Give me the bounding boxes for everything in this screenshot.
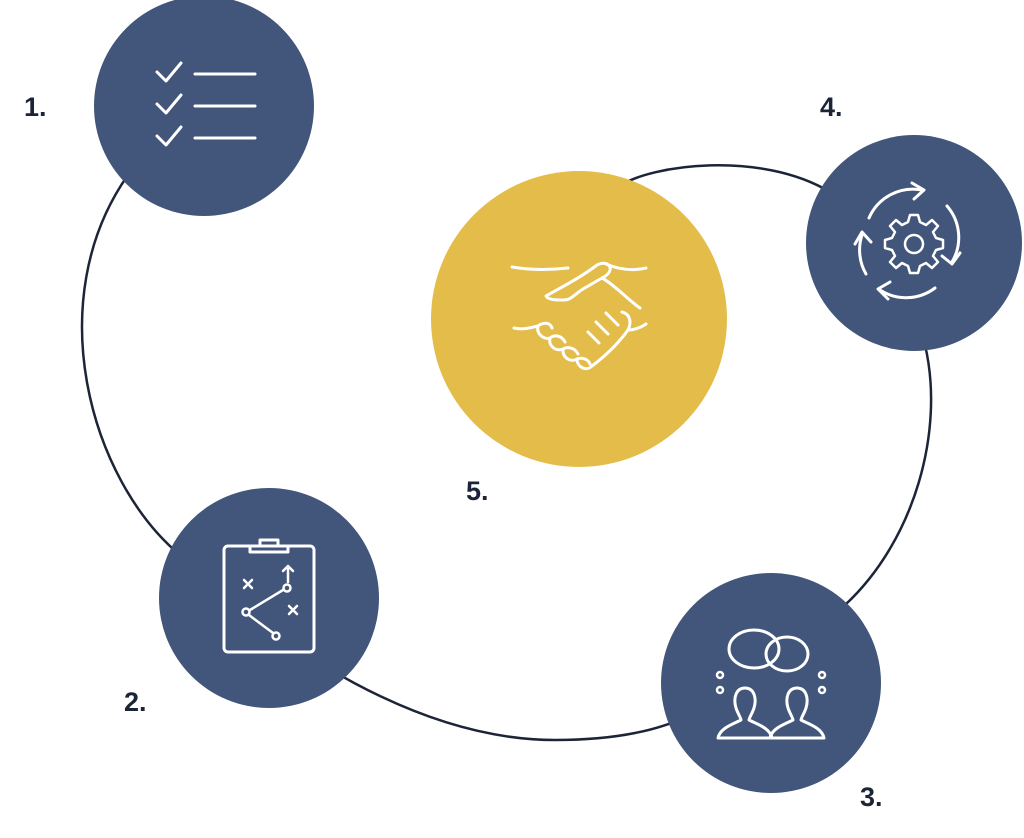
step-5-node <box>431 171 727 467</box>
connector-right-loop <box>619 164 933 606</box>
checklist-icon <box>155 61 257 147</box>
step-4-node <box>806 135 1022 351</box>
step-2-label: 2. <box>124 687 147 717</box>
step-1-label: 1. <box>24 92 47 122</box>
step-2-node <box>159 488 379 708</box>
step-4-circle <box>806 135 1022 351</box>
strategy-clipboard-icon <box>222 538 316 654</box>
step-3-label: 3. <box>860 782 883 812</box>
handshake-icon <box>510 261 648 371</box>
step-5-circle <box>431 171 727 467</box>
step-3-node <box>661 573 881 793</box>
step-3-circle <box>661 573 881 793</box>
step-4-label: 4. <box>820 92 843 122</box>
gear-cycle-icon <box>853 181 962 301</box>
step-1-node <box>94 0 314 216</box>
step-5-label: 5. <box>466 476 489 506</box>
step-1-circle <box>94 0 314 216</box>
discussion-people-icon <box>715 628 827 740</box>
